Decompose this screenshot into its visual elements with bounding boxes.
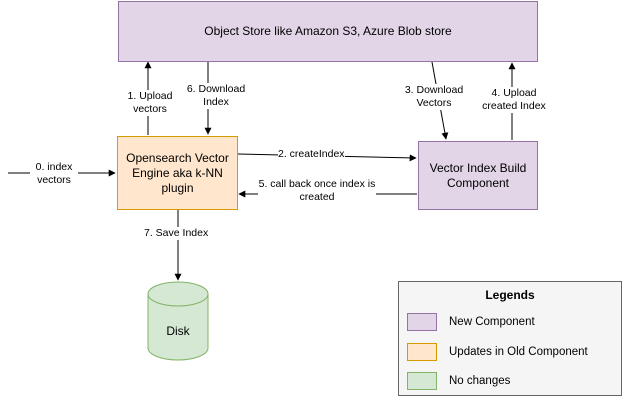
object-store-label: Object Store like Amazon S3, Azure Blob … (204, 24, 452, 38)
vector-index-build-label: Vector Index Build Component (429, 160, 527, 190)
opensearch-engine-box: Opensearch Vector Engine aka k-NN plugin (117, 136, 238, 210)
legend-label-updated: Updates in Old Component (449, 346, 588, 358)
edge-3-label: 3. Download Vectors (401, 84, 467, 110)
edge-1-label: 1. Upload vectors (124, 90, 176, 116)
object-store-box: Object Store like Amazon S3, Azure Blob … (118, 1, 538, 62)
edge-5-label: 5. call back once index is created (258, 178, 376, 204)
legend-item-new: New Component (407, 312, 535, 332)
edge-4-label: 4. Upload created Index (478, 87, 550, 113)
disk-label: Disk (166, 324, 190, 338)
edge-6-label: 6. Download Index (183, 83, 249, 109)
legend-item-updated: Updates in Old Component (407, 342, 588, 362)
legend-label-no-change: No changes (449, 375, 511, 387)
legend-swatch-no-change (407, 372, 437, 390)
disk-icon (147, 281, 209, 361)
legend-swatch-new (407, 313, 437, 331)
legend-panel: Legends New Component Updates in Old Com… (398, 281, 622, 396)
legend-swatch-updated (407, 343, 437, 361)
edge-2-label: 2. createIndex (278, 148, 345, 161)
vector-index-build-box: Vector Index Build Component (418, 141, 538, 210)
legend-item-no-change: No changes (407, 371, 510, 391)
legend-title: Legends (485, 288, 535, 302)
edge-7-label: 7. Save Index (144, 227, 209, 240)
opensearch-engine-label: Opensearch Vector Engine aka k-NN plugin (126, 150, 229, 195)
legend-label-new: New Component (449, 316, 535, 328)
edge-0-label: 0. index vectors (30, 161, 78, 187)
